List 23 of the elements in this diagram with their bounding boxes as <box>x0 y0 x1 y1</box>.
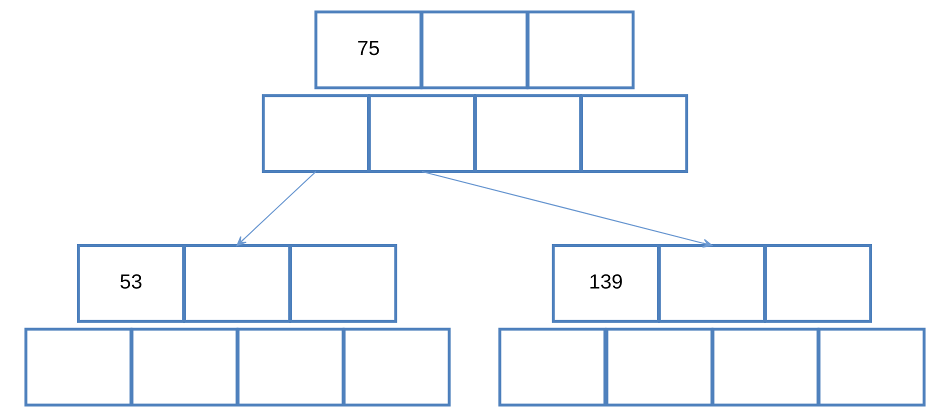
node-box <box>24 328 132 407</box>
node-box: 75 <box>314 10 422 90</box>
node-box <box>130 328 238 407</box>
node-box <box>236 328 344 407</box>
node-box <box>367 94 476 173</box>
node-box <box>710 328 819 407</box>
node-box <box>764 244 872 323</box>
node-box: 53 <box>76 244 184 323</box>
node-box <box>526 10 634 90</box>
node-box <box>420 10 528 90</box>
node-box <box>580 94 688 173</box>
node-box <box>261 94 370 173</box>
node-box: 139 <box>551 244 660 323</box>
arrow <box>236 171 316 246</box>
node-box <box>817 328 926 407</box>
node-box <box>288 244 397 323</box>
node-box <box>342 328 450 407</box>
node-box <box>657 244 766 323</box>
node-box <box>474 94 582 173</box>
node-box <box>498 328 606 407</box>
node-box <box>604 328 713 407</box>
arrow <box>421 170 712 248</box>
node-box <box>182 244 291 323</box>
